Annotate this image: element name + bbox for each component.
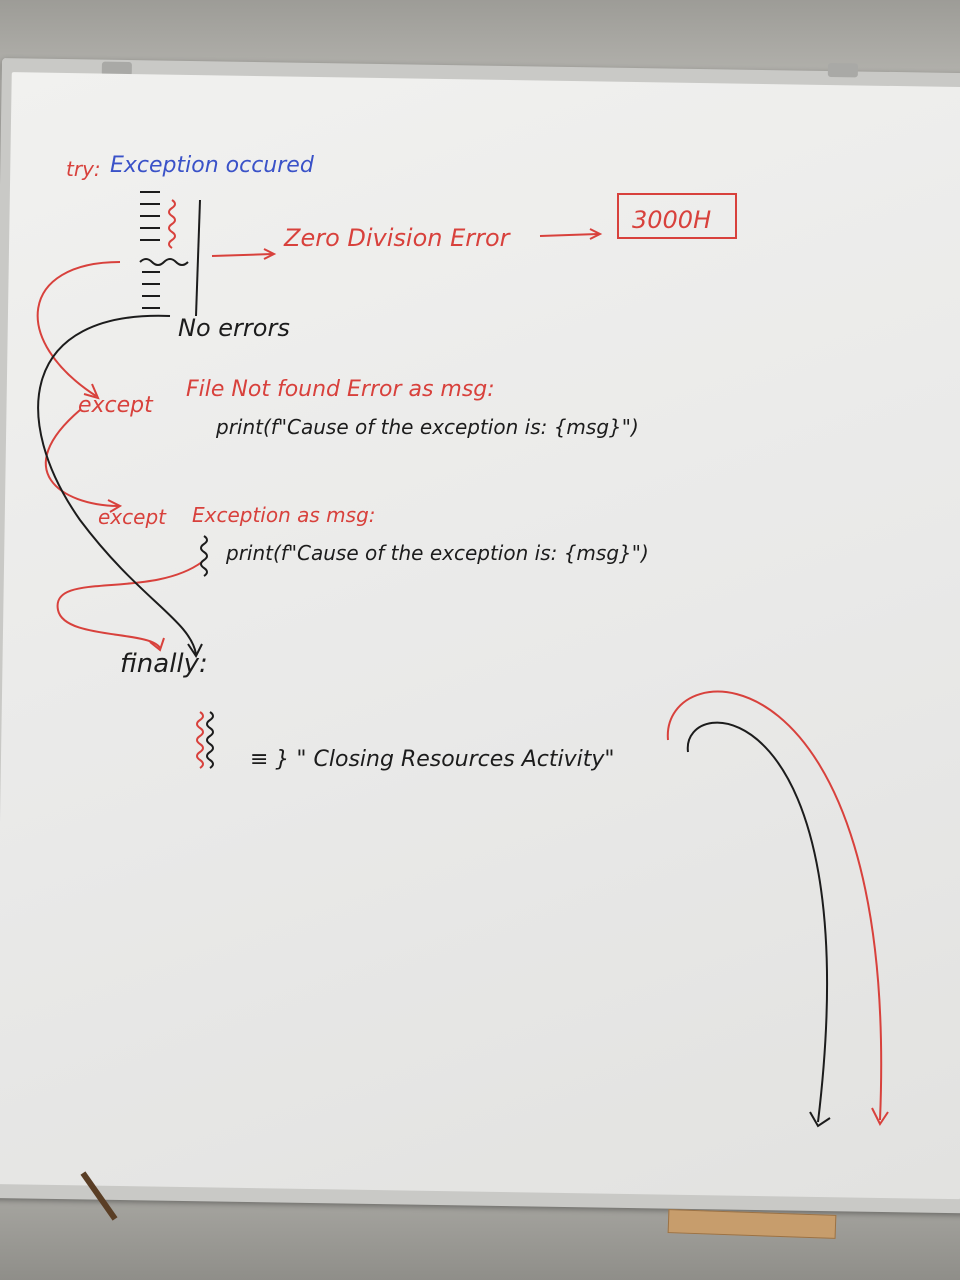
zero-division-error-label: Zero Division Error	[283, 224, 512, 252]
except-keyword-1: except	[78, 393, 154, 418]
exception-occurred-label: Exception occured	[110, 153, 315, 178]
finally-keyword: finally:	[120, 649, 208, 679]
finally-body: ≡ } " Closing Resources Activity"	[250, 747, 615, 772]
except-keyword-2: except	[98, 505, 167, 529]
except-clause-1: File Not found Error as msg:	[186, 377, 495, 402]
try-keyword: try:	[66, 157, 101, 181]
except-body-1: print(f"Cause of the exception is: {msg}…	[215, 415, 639, 439]
handler-address-box: 3000H	[632, 206, 711, 234]
no-errors-label: No errors	[178, 314, 290, 342]
try-red-squiggle	[168, 199, 176, 249]
red-arrows	[36, 193, 889, 1126]
except-body-2: print(f"Cause of the exception is: {msg}…	[225, 541, 649, 565]
except-clause-2: Exception as msg:	[192, 503, 376, 527]
black-arrows	[37, 314, 831, 1128]
try-code-lines	[139, 191, 201, 317]
